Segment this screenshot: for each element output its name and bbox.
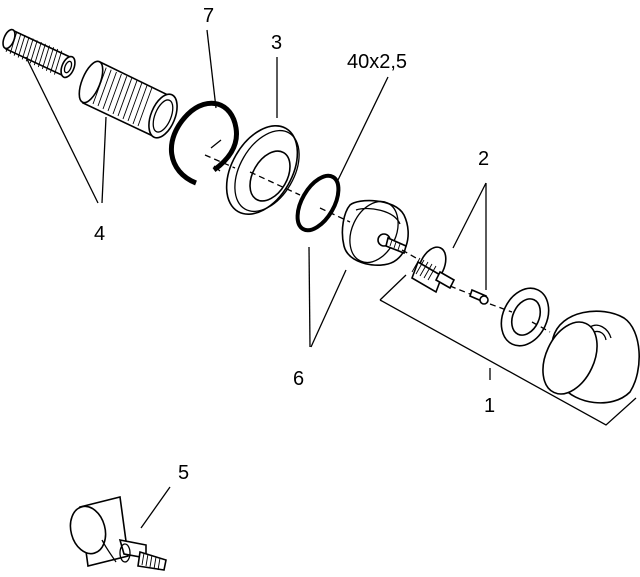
callout-4: 4 bbox=[94, 223, 105, 245]
thermostat-handle bbox=[542, 310, 640, 404]
callout-6: 6 bbox=[293, 368, 304, 390]
adapter-with-screw bbox=[411, 246, 489, 305]
flow-insert bbox=[341, 199, 409, 266]
leader-lines bbox=[25, 29, 491, 529]
callout-2: 2 bbox=[478, 148, 489, 170]
callout-3: 3 bbox=[271, 32, 282, 54]
callout-seal-size: 40x2,5 bbox=[347, 51, 407, 73]
circlip-ring bbox=[169, 100, 239, 186]
callout-5: 5 bbox=[178, 462, 189, 484]
o-ring-seal bbox=[295, 173, 341, 233]
cover-rosette bbox=[225, 125, 300, 215]
callout-7: 7 bbox=[203, 5, 214, 27]
item-1-bracket bbox=[379, 274, 637, 426]
small-threaded-extension bbox=[2, 28, 76, 79]
spindle-extension bbox=[69, 496, 167, 571]
assembly-axis-lines bbox=[204, 154, 551, 333]
handle-rosette bbox=[500, 287, 550, 347]
large-threaded-extension bbox=[78, 60, 178, 139]
callout-1: 1 bbox=[484, 395, 495, 417]
